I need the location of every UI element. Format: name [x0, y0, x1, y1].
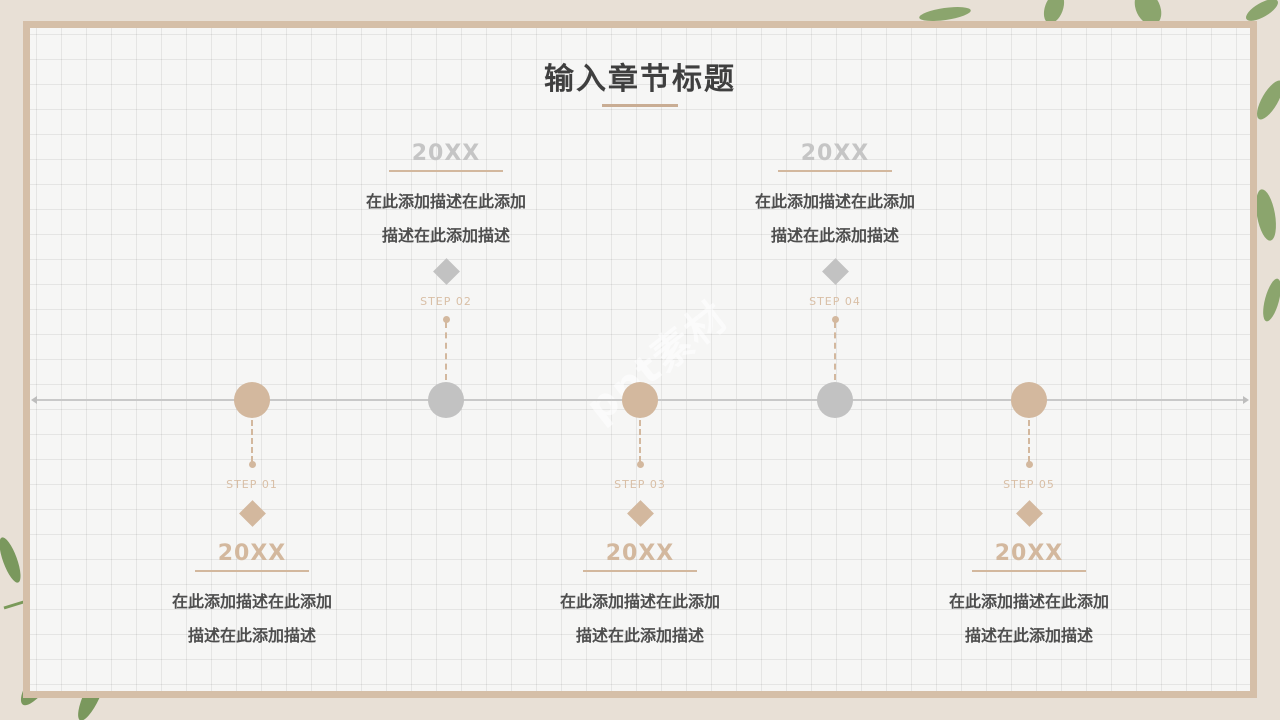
description-line: 在此添加描述在此添加 [365, 192, 526, 211]
description-line: 描述在此添加描述 [381, 226, 510, 245]
connector-line [1028, 420, 1030, 462]
description-line: 描述在此添加描述 [770, 226, 899, 245]
step-label: STEP 03 [614, 478, 666, 491]
description-line: 在此添加描述在此添加 [948, 592, 1109, 611]
arrow-left-icon [31, 396, 37, 404]
year-label: 20XX [994, 541, 1064, 566]
arrow-right-icon [1243, 396, 1249, 404]
page-title: 输入章节标题 [544, 62, 736, 97]
slide-frame [23, 21, 1257, 698]
description: 在此添加描述在此添加 描述在此添加描述 [132, 585, 372, 653]
timeline-node-1 [234, 382, 270, 418]
timeline-node-3 [622, 382, 658, 418]
year-label: 20XX [217, 541, 287, 566]
year-underline [778, 170, 892, 172]
description-line: 描述在此添加描述 [187, 626, 316, 645]
timeline-node-5 [1011, 382, 1047, 418]
connector-dot [636, 461, 644, 468]
description: 在此添加描述在此添加 描述在此添加描述 [909, 585, 1149, 653]
description-line: 在此添加描述在此添加 [559, 592, 720, 611]
description: 在此添加描述在此添加 描述在此添加描述 [520, 585, 760, 653]
connector-line [639, 420, 641, 462]
year-label: 20XX [411, 141, 481, 166]
year-underline [972, 570, 1086, 572]
step-label: STEP 05 [1003, 478, 1055, 491]
description-line: 描述在此添加描述 [964, 626, 1093, 645]
year-label: 20XX [605, 541, 675, 566]
description-line: 描述在此添加描述 [575, 626, 704, 645]
step-label: STEP 01 [226, 478, 278, 491]
step-label: STEP 02 [420, 295, 472, 308]
year-label: 20XX [800, 141, 870, 166]
leaf-icon [919, 0, 1280, 322]
connector-dot [1025, 461, 1033, 468]
timeline-node-4 [817, 382, 853, 418]
connector-dot [442, 316, 450, 323]
connector-line [834, 322, 836, 380]
description: 在此添加描述在此添加 描述在此添加描述 [715, 185, 955, 253]
description: 在此添加描述在此添加 描述在此添加描述 [326, 185, 566, 253]
description-line: 在此添加描述在此添加 [754, 192, 915, 211]
connector-dot [248, 461, 256, 468]
connector-dot [831, 316, 839, 323]
step-label: STEP 04 [809, 295, 861, 308]
year-underline [583, 570, 697, 572]
year-underline [389, 170, 503, 172]
connector-line [445, 322, 447, 380]
description-line: 在此添加描述在此添加 [171, 592, 332, 611]
title-underline [602, 104, 678, 107]
connector-line [251, 420, 253, 462]
timeline-node-2 [428, 382, 464, 418]
year-underline [195, 570, 309, 572]
